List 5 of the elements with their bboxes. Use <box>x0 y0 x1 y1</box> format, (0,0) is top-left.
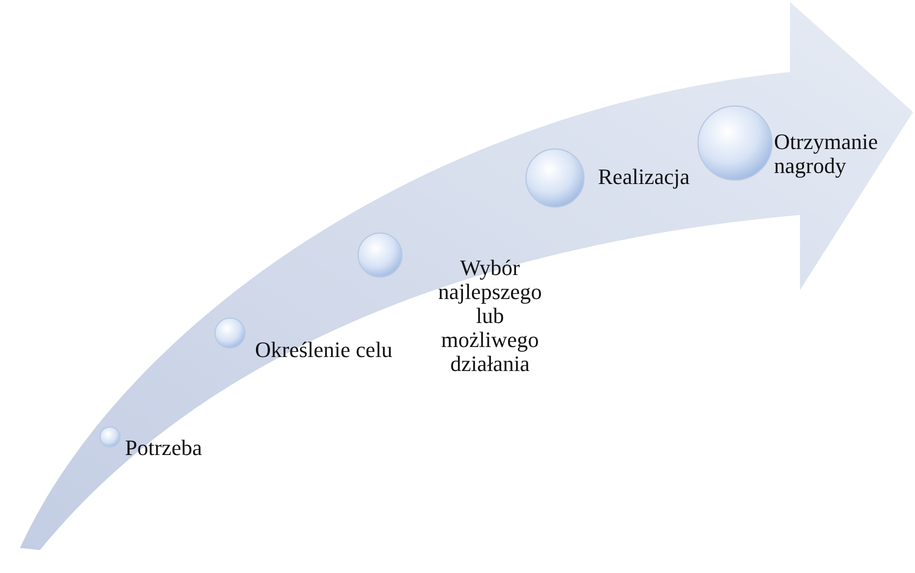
step-label: Potrzeba <box>125 436 203 460</box>
step-label: Określenie celu <box>255 338 394 362</box>
step-label: Wybór najlepszego lub możliwego działania <box>437 256 543 376</box>
step-label: Realizacja <box>598 165 691 189</box>
step-label: Otrzymanie nagrody <box>774 130 879 178</box>
